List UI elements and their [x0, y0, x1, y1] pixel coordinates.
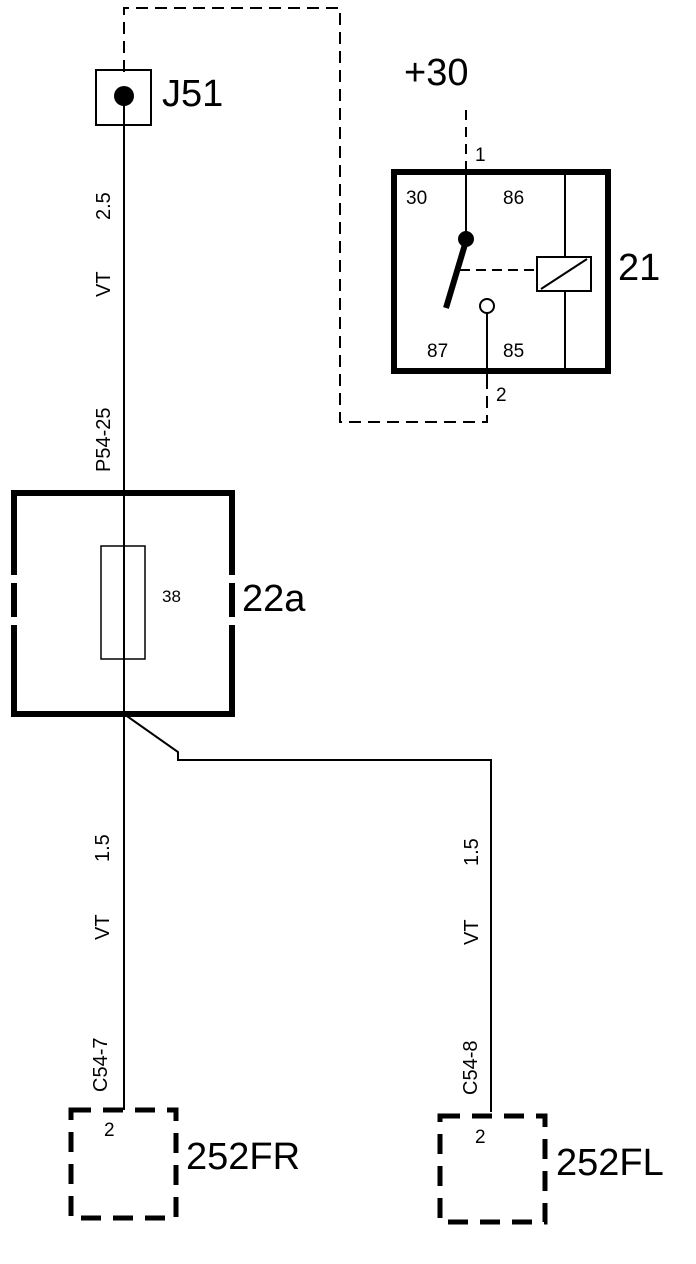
wire-right-branch-connector: C54-7: [90, 1038, 112, 1092]
relay-21: 30 86 87 85 1 2 21: [391, 145, 660, 406]
wire-left-branch-color: VT: [461, 919, 483, 945]
component-252fr: 2 252FR: [68, 1107, 300, 1221]
wire-left-branch-size: 1.5: [461, 838, 483, 866]
component-252fr-label: 252FR: [186, 1136, 300, 1178]
relay-terminal-87: 87: [427, 341, 448, 362]
wire-upper-size: 2.5: [93, 192, 115, 220]
wire-upper-connector: P54-25: [93, 408, 115, 473]
relay-switch-arm: [443, 240, 469, 309]
relay-terminal-30: 30: [406, 188, 427, 209]
relay-terminal-86: 86: [503, 188, 524, 209]
wire-right-branch-size: 1.5: [92, 834, 114, 862]
fuse-box-22a: 38 22a: [11, 490, 306, 717]
relay-contact-87: [479, 298, 495, 314]
relay-switch-pivot: [458, 231, 474, 247]
fuse-box-label: 22a: [242, 578, 306, 620]
component-252fl-pin: 2: [475, 1127, 486, 1148]
component-252fr-pin: 2: [104, 1120, 115, 1141]
relay-pin-top: 1: [475, 145, 486, 166]
wire-left-branch-connector: C54-8: [460, 1041, 482, 1095]
relay-terminal-85: 85: [503, 341, 524, 362]
relay-pin-bottom: 2: [496, 385, 507, 406]
component-252fr-box: [68, 1107, 179, 1221]
relay-control-dashed-line: [123, 7, 488, 423]
fuse-number: 38: [162, 587, 181, 606]
junction-label: J51: [162, 73, 223, 115]
branch-wire-fl: [123, 713, 492, 1112]
relay-coil-diagonal: [540, 258, 588, 290]
component-252fl-box: [437, 1113, 548, 1225]
relay-box: [391, 169, 611, 374]
relay-label: 21: [618, 247, 660, 289]
supply-label: +30: [404, 52, 468, 94]
wire-upper-color: VT: [93, 271, 115, 297]
junction-j51: J51: [95, 69, 223, 126]
component-252fl-label: 252FL: [556, 1142, 664, 1184]
wire-right-branch-color: VT: [92, 914, 114, 940]
component-252fl: 2 252FL: [437, 1113, 664, 1225]
